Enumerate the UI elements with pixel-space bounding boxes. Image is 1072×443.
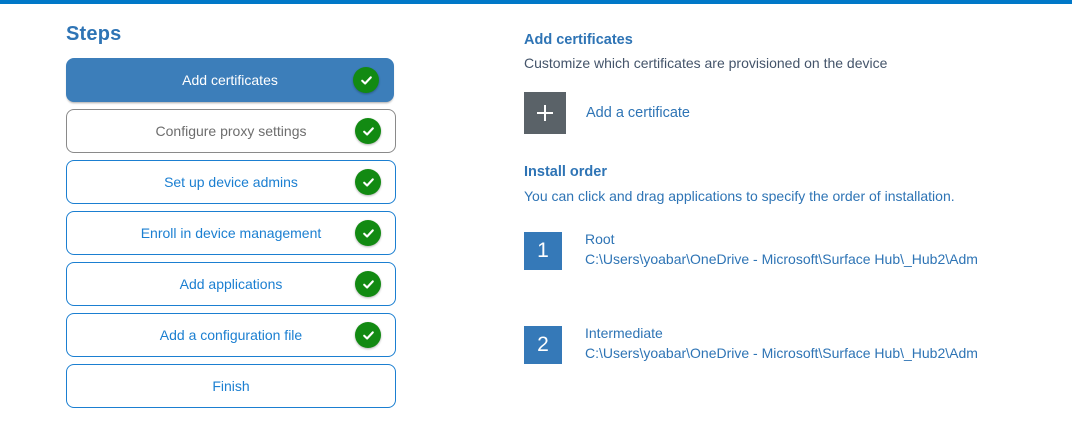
top-accent-bar bbox=[0, 0, 1072, 4]
add-certificates-heading: Add certificates bbox=[524, 32, 633, 48]
add-a-certificate-label: Add a certificate bbox=[586, 105, 690, 121]
install-order-heading: Install order bbox=[524, 164, 607, 180]
step-item-label: Finish bbox=[212, 378, 250, 394]
step-item-configure-proxy-settings[interactable]: Configure proxy settings bbox=[66, 109, 396, 153]
step-item-label: Set up device admins bbox=[164, 174, 298, 190]
step-item-label: Add a configuration file bbox=[159, 327, 303, 343]
plus-icon bbox=[524, 92, 566, 134]
step-item-add-a-configuration-file[interactable]: Add a configuration file bbox=[66, 313, 396, 357]
install-order-path: C:\Users\yoabar\OneDrive - Microsoft\Sur… bbox=[585, 345, 978, 361]
install-order-section: Install order You can click and drag app… bbox=[524, 162, 1044, 364]
step-item-label: Add applications bbox=[179, 276, 283, 292]
check-circle-icon bbox=[355, 118, 381, 144]
step-item-label: Configure proxy settings bbox=[155, 123, 307, 139]
detail-panel: Add certificates Customize which certifi… bbox=[524, 30, 1044, 364]
install-order-path: C:\Users\yoabar\OneDrive - Microsoft\Sur… bbox=[585, 251, 978, 267]
check-circle-icon bbox=[355, 271, 381, 297]
install-order-description: You can click and drag applications to s… bbox=[524, 188, 955, 204]
install-order-name: Intermediate bbox=[585, 325, 663, 341]
add-a-certificate-button[interactable]: Add a certificate bbox=[524, 92, 690, 134]
steps-title: Steps bbox=[66, 23, 122, 45]
step-item-label: Enroll in device management bbox=[140, 225, 322, 241]
install-order-name: Root bbox=[585, 231, 615, 247]
step-item-label: Add certificates bbox=[182, 72, 278, 88]
check-circle-icon bbox=[355, 169, 381, 195]
add-certificates-description: Customize which certificates are provisi… bbox=[524, 55, 888, 71]
install-order-rank: 2 bbox=[524, 326, 562, 364]
step-item-add-certificates[interactable]: Add certificates bbox=[66, 58, 394, 102]
step-item-enroll-in-device-management[interactable]: Enroll in device management bbox=[66, 211, 396, 255]
check-circle-icon bbox=[353, 67, 379, 93]
check-circle-icon bbox=[355, 220, 381, 246]
step-item-finish[interactable]: Finish bbox=[66, 364, 396, 408]
install-order-rank: 1 bbox=[524, 232, 562, 270]
check-circle-icon bbox=[355, 322, 381, 348]
step-item-set-up-device-admins[interactable]: Set up device admins bbox=[66, 160, 396, 204]
step-item-add-applications[interactable]: Add applications bbox=[66, 262, 396, 306]
